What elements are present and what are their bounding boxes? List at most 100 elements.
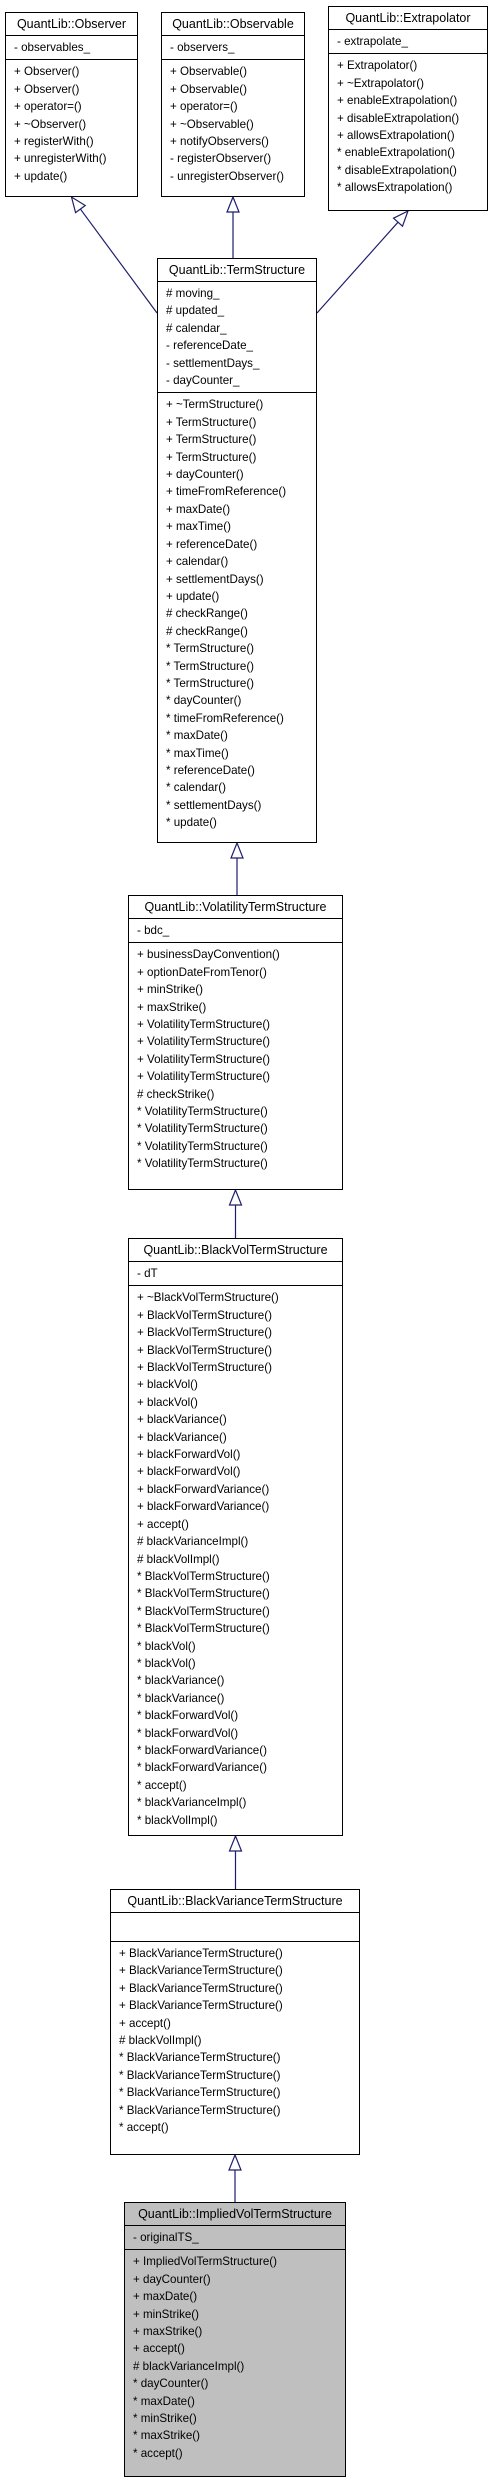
class-title[interactable]: QuantLib::Observable <box>162 13 304 36</box>
operation-row[interactable]: + maxTime() <box>166 520 231 534</box>
operation-row[interactable]: # blackVarianceImpl() <box>133 2359 245 2373</box>
operation-row[interactable]: * blackVarianceImpl() <box>137 1796 247 1810</box>
class-box-impliedvoltermstructure[interactable]: QuantLib::ImpliedVolTermStructure - orig… <box>124 2202 346 2477</box>
operation-row[interactable]: + Observer() <box>14 65 80 79</box>
operation-row[interactable]: * enableExtrapolation() <box>337 146 455 160</box>
operation-row[interactable]: * BlackVarianceTermStructure() <box>119 2051 281 2065</box>
operation-row[interactable]: + accept() <box>133 2342 185 2356</box>
operation-row[interactable]: # blackVarianceImpl() <box>137 1535 249 1549</box>
operation-row[interactable]: * BlackVolTermStructure() <box>137 1587 270 1601</box>
operation-row[interactable]: + unregisterWith() <box>14 152 107 166</box>
operation-row[interactable]: * minStrike() <box>133 2412 197 2426</box>
operation-row[interactable]: + VolatilityTermStructure() <box>137 1070 271 1084</box>
operation-row[interactable]: + maxDate() <box>166 502 231 516</box>
operation-row[interactable]: - registerObserver() <box>170 152 272 166</box>
operation-row[interactable]: * VolatilityTermStructure() <box>137 1122 268 1136</box>
operation-row[interactable]: + ~Observable() <box>170 117 254 131</box>
operation-row[interactable]: * blackForwardVol() <box>137 1726 239 1740</box>
operation-row[interactable]: * blackForwardVariance() <box>137 1743 267 1757</box>
operation-row[interactable]: + blackForwardVariance() <box>137 1482 270 1496</box>
operation-row[interactable]: + maxStrike() <box>137 1000 207 1014</box>
operation-row[interactable]: * timeFromReference() <box>166 711 284 725</box>
attribute-row[interactable]: # calendar_ <box>166 321 227 335</box>
operation-row[interactable]: + businessDayConvention() <box>137 948 280 962</box>
operation-row[interactable]: + BlackVolTermStructure() <box>137 1308 272 1322</box>
operation-row[interactable]: + blackVol() <box>137 1395 198 1409</box>
operation-row[interactable]: * blackForwardVariance() <box>137 1761 267 1775</box>
operation-row[interactable]: * dayCounter() <box>166 694 242 708</box>
operation-row[interactable]: + maxStrike() <box>133 2325 203 2339</box>
operation-row[interactable]: + VolatilityTermStructure() <box>137 1052 271 1066</box>
operation-row[interactable]: + dayCounter() <box>133 2272 211 2286</box>
operation-row[interactable]: * accept() <box>133 2446 183 2460</box>
attribute-row[interactable]: - observers_ <box>170 41 235 54</box>
operation-row[interactable]: + ~TermStructure() <box>166 398 264 412</box>
operation-row[interactable]: + ImpliedVolTermStructure() <box>133 2255 278 2269</box>
operation-row[interactable]: + blackVariance() <box>137 1413 227 1427</box>
class-title[interactable]: QuantLib::ImpliedVolTermStructure <box>125 2203 345 2226</box>
attribute-row[interactable]: - observables_ <box>14 41 91 54</box>
operation-row[interactable]: * calendar() <box>166 781 226 795</box>
operation-row[interactable]: + blackVol() <box>137 1378 198 1392</box>
operation-row[interactable]: + Extrapolator() <box>337 59 418 73</box>
class-title[interactable]: QuantLib::TermStructure <box>158 259 316 282</box>
operation-row[interactable]: + minStrike() <box>133 2307 200 2321</box>
operation-row[interactable]: * maxTime() <box>166 746 229 760</box>
attribute-row[interactable]: - settlementDays_ <box>166 356 260 370</box>
operation-row[interactable]: + ~Observer() <box>14 117 87 131</box>
operation-row[interactable]: + update() <box>14 169 68 183</box>
operation-row[interactable]: * BlackVarianceTermStructure() <box>119 2103 281 2117</box>
class-box-blackvariancetermstructure[interactable]: QuantLib::BlackVarianceTermStructure + B… <box>110 1889 360 2155</box>
operation-row[interactable]: + Observable() <box>170 82 248 96</box>
operation-row[interactable]: + BlackVarianceTermStructure() <box>119 1999 283 2013</box>
operation-row[interactable]: + blackForwardVariance() <box>137 1500 270 1514</box>
operation-row[interactable]: + BlackVarianceTermStructure() <box>119 1947 283 1960</box>
attribute-row[interactable]: - dayCounter_ <box>166 374 240 388</box>
operation-row[interactable]: + disableExtrapolation() <box>337 111 460 125</box>
operation-row[interactable]: * maxDate() <box>133 2394 195 2408</box>
attribute-row[interactable]: # moving_ <box>166 287 220 300</box>
operation-row[interactable]: * blackVol() <box>137 1656 196 1670</box>
operation-row[interactable]: + BlackVarianceTermStructure() <box>119 1964 283 1978</box>
operation-row[interactable]: + Observer() <box>14 82 80 96</box>
operation-row[interactable]: * maxDate() <box>166 729 228 743</box>
operation-row[interactable]: + notifyObservers() <box>170 135 269 149</box>
operation-row[interactable]: * allowsExtrapolation() <box>337 181 453 195</box>
operation-row[interactable]: * blackVariance() <box>137 1674 225 1688</box>
operation-row[interactable]: + TermStructure() <box>166 415 257 429</box>
attribute-row[interactable]: - bdc_ <box>137 924 170 937</box>
operation-row[interactable]: + dayCounter() <box>166 468 244 482</box>
class-title[interactable]: QuantLib::VolatilityTermStructure <box>129 896 342 919</box>
operation-row[interactable]: * settlementDays() <box>166 798 262 812</box>
operation-row[interactable]: + maxDate() <box>133 2290 198 2304</box>
operation-row[interactable]: * accept() <box>119 2121 169 2135</box>
operation-row[interactable]: * blackVolImpl() <box>137 1813 218 1827</box>
operation-row[interactable]: * BlackVolTermStructure() <box>137 1622 270 1636</box>
operation-row[interactable]: * TermStructure() <box>166 676 255 690</box>
operation-row[interactable]: + TermStructure() <box>166 433 257 447</box>
operation-row[interactable]: # blackVolImpl() <box>137 1552 220 1566</box>
operation-row[interactable]: + optionDateFromTenor() <box>137 965 267 979</box>
operation-row[interactable]: * VolatilityTermStructure() <box>137 1105 268 1119</box>
class-box-observer[interactable]: QuantLib::Observer - observables_ + Obse… <box>5 12 138 197</box>
class-box-observable[interactable]: QuantLib::Observable - observers_ + Obse… <box>161 12 305 197</box>
operation-row[interactable]: + ~BlackVolTermStructure() <box>137 1291 279 1305</box>
operation-row[interactable]: * dayCounter() <box>133 2377 209 2391</box>
operation-row[interactable]: + settlementDays() <box>166 572 264 586</box>
operation-row[interactable]: * BlackVolTermStructure() <box>137 1604 270 1618</box>
class-title[interactable]: QuantLib::BlackVolTermStructure <box>129 1239 342 1262</box>
operation-row[interactable]: * disableExtrapolation() <box>337 163 457 177</box>
operation-row[interactable]: * BlackVarianceTermStructure() <box>119 2068 281 2082</box>
operation-row[interactable]: + calendar() <box>166 555 229 569</box>
attribute-row[interactable]: # updated_ <box>166 304 225 318</box>
operation-row[interactable]: + allowsExtrapolation() <box>337 129 455 143</box>
class-box-volatilitytermstructure[interactable]: QuantLib::VolatilityTermStructure - bdc_… <box>128 895 343 1190</box>
operation-row[interactable]: + accept() <box>137 1517 189 1531</box>
operation-row[interactable]: * VolatilityTermStructure() <box>137 1157 268 1171</box>
operation-row[interactable]: * blackVariance() <box>137 1691 225 1705</box>
operation-row[interactable]: + BlackVolTermStructure() <box>137 1326 272 1340</box>
operation-row[interactable]: + referenceDate() <box>166 537 258 551</box>
operation-row[interactable]: + minStrike() <box>137 983 204 997</box>
operation-row[interactable]: + blackForwardVol() <box>137 1465 241 1479</box>
operation-row[interactable]: + Observable() <box>170 65 248 79</box>
